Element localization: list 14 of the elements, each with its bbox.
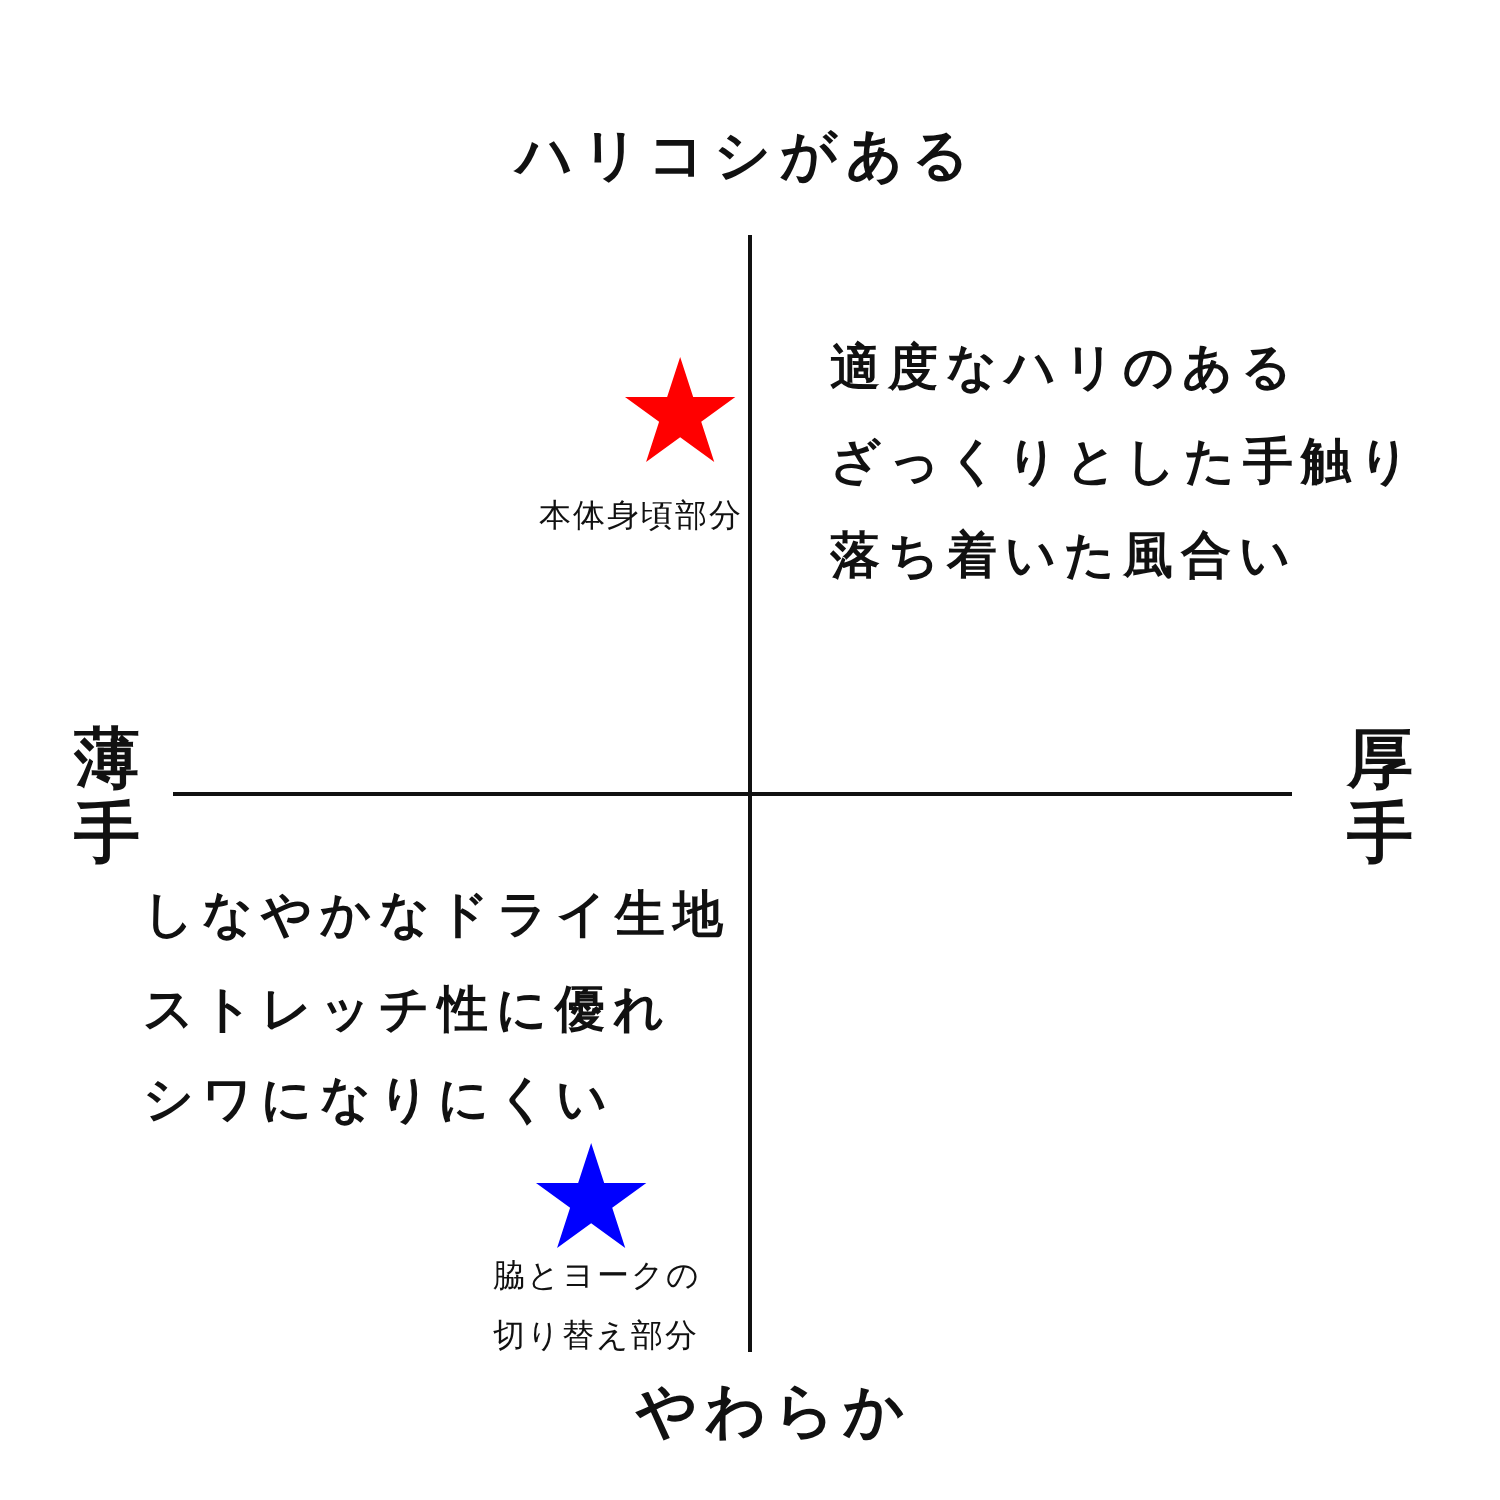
quadrant-note: ざっくりとした手触り (830, 433, 1418, 491)
axis-label: 薄手 (73, 722, 141, 870)
quadrant-note: ストレッチ性に優れ (143, 981, 672, 1039)
quadrant-note: 適度なハリのある (830, 339, 1300, 397)
axis-label: ハリコシがある (513, 122, 978, 188)
marker-caption: 脇とヨークの切り替え部分 (493, 1255, 702, 1356)
marker-caption: 本体身頃部分 (538, 495, 743, 536)
quadrant-note: しなやかなドライ生地 (143, 886, 731, 944)
star-icon (535, 1143, 647, 1248)
quadrant-note: シワになりにくい (143, 1071, 615, 1129)
quadrant-note: 落ち着いた風合い (830, 527, 1298, 585)
star-icon (624, 357, 736, 462)
axis-label: 厚手 (1345, 722, 1414, 870)
axis-label: やわらか (634, 1375, 912, 1445)
